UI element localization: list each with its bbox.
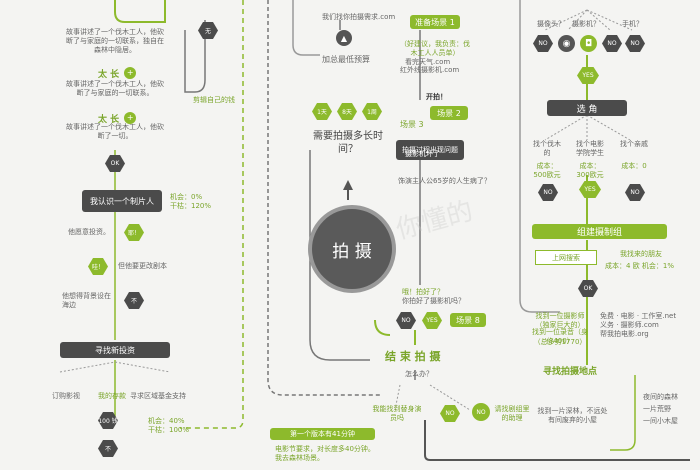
start-text: 开拍！: [426, 93, 447, 101]
partner-text: （好建议，我负责：伐木工人人员单）: [400, 40, 470, 57]
script-pages-box: 第一个版本有41分钟: [270, 428, 375, 440]
plus-icon: +: [124, 111, 137, 124]
camera-icon: ▲: [336, 30, 352, 46]
find-location-text: 寻找拍摄地点: [543, 367, 598, 377]
option-3: 寻求区域基金支持: [130, 392, 186, 400]
location-3: 一间小木屋: [643, 417, 678, 425]
story-text-3: 故事讲述了一个伐木工人，他砍断了一切。: [66, 123, 164, 140]
site-film: 义务 · 摄影师.com: [600, 321, 659, 329]
price-1: 成本：500欧元: [533, 162, 561, 179]
camera-icon-right: ◘: [580, 35, 597, 52]
preparation-box: 准备场景 1: [410, 15, 460, 29]
scene8-box: 场景 8: [450, 313, 486, 327]
find-person-text: 找个伐木的: [533, 140, 561, 157]
budget-text: 加总最低预算: [322, 55, 370, 64]
rent-text: 请找剧组里的助理: [494, 405, 530, 422]
no-hex-role-1: NO: [538, 184, 558, 201]
location-1: 夜间的森林: [643, 393, 678, 401]
reshoot-text: 我能找到替身演员吗: [372, 405, 422, 422]
crew-1: 找到一位摄影师（独家巨大的）: [535, 312, 585, 329]
site-1: 看完天气.com: [405, 58, 451, 66]
equip-1: 摄像头？: [537, 20, 565, 28]
money-hex: 100 钱: [98, 412, 118, 429]
site-good: 帮我拍电影.org: [600, 330, 649, 338]
find-forest-text: 找到一片深林，不远处有间废弃的小屋: [537, 407, 608, 424]
wow-hex: 哇！: [88, 258, 108, 275]
rent-circle: NO: [472, 403, 490, 421]
no-hex: 不: [124, 292, 144, 309]
site-2: 红外线摄影机.com: [400, 66, 460, 74]
how-question: 怎么办？: [405, 370, 433, 378]
yes-hex-role: YES: [579, 181, 601, 198]
too-long-2: 太 长 +: [98, 107, 137, 126]
one-week-hex: 1周: [362, 103, 382, 120]
eye-icon: ◉: [558, 35, 575, 52]
crew-3: （总多剪1770）: [533, 338, 587, 346]
cost-text: 成本：4 欧 机会：1%: [605, 262, 675, 270]
price-2: 成本：300欧元: [576, 162, 604, 179]
no-hex-right-1: NO: [533, 35, 553, 52]
online-search-box: 上网搜索: [535, 250, 597, 265]
yes-hex-mid: YES: [422, 312, 442, 329]
ok-hex-right: OK: [578, 280, 598, 297]
location-2: 一片荒野: [643, 405, 671, 413]
friend-hint-text: 我们找你拍摄需求.com: [322, 13, 396, 21]
actor-sick-text: 饰演主人公65岁的人生病了？: [398, 177, 491, 185]
camera-broke-text: 摄影机坏了: [405, 150, 440, 158]
yeah-hex: 耶！: [124, 224, 144, 241]
none-hex: 无: [198, 22, 218, 39]
equip-3: 手机？: [622, 20, 643, 28]
end-hex: 不: [98, 440, 118, 457]
plus-icon: +: [124, 66, 137, 79]
story-text-1: 故事讲述了一个伐木工人，他砍断了与家庭的一切联系，独自在森林中隐居。: [66, 28, 164, 54]
know-producer-box: 我认识一个制片人: [82, 190, 162, 212]
equip-2: 摄影机？: [572, 20, 600, 28]
find-student-text: 找个电影学院学生: [576, 140, 604, 157]
he-invests-text: 他愿意投资。: [68, 228, 110, 236]
script-note: 电影节要求，对长度多40分钟。我去森林场景。: [275, 445, 375, 462]
other-camera-text: 你拍好了摄影机吗？: [402, 297, 465, 305]
yes-hex-right: YES: [577, 67, 599, 84]
change-script-text: 但他要更改剧本: [118, 262, 167, 270]
dry-text: 干枯：120%: [170, 202, 212, 210]
no-hex-right-3: NO: [625, 35, 645, 52]
shoot-circle: 拍 摄: [308, 205, 396, 293]
time-question: 需要拍摄多长时间？: [313, 131, 383, 155]
site-free: 免费 · 电影 · 工作室.net: [600, 312, 677, 320]
crew-2: 找到一位录音（身价400）: [532, 328, 588, 345]
end-shoot-text: 结 束 拍 摄: [385, 350, 441, 363]
option-1: 订购影视: [52, 392, 80, 400]
friend-help-text: 我找来的朋友: [620, 250, 662, 258]
no-hex-mid: NO: [396, 312, 416, 329]
done-question: 哦！拍好了？: [402, 288, 444, 296]
find-local-text: 找个亲戚: [620, 140, 648, 148]
chance-text-2: 机会：40%: [148, 417, 185, 425]
ok-hex: OK: [105, 155, 125, 172]
one-day-hex: 1天: [312, 103, 332, 120]
chance-text: 机会：0%: [170, 193, 203, 201]
story-text-2: 故事讲述了一个伐木工人，他砍断了与家庭的一切联系。: [66, 80, 164, 97]
too-long-1: 太 长 +: [98, 62, 137, 81]
problem-box: 拍摄过程出现问题: [396, 140, 464, 160]
select-role-box: 选 角: [547, 100, 627, 116]
no-hex-right-2: NO: [602, 35, 622, 52]
dry-text-2: 干枯：100%: [148, 426, 190, 434]
no-hex-role-2: NO: [625, 184, 645, 201]
scene2-box: 场景 2: [430, 106, 468, 120]
scene3-text: 场景 3: [400, 120, 424, 129]
build-team-box: 组建摄制组: [532, 224, 667, 239]
price-3: 成本：0: [621, 162, 647, 170]
find-investment-box: 寻找新投资: [60, 342, 170, 358]
self-edit-text: 剪辑自己的钱: [193, 96, 235, 104]
eight-day-hex: 8天: [337, 103, 357, 120]
tiny-hex-a: NO: [440, 405, 460, 422]
option-2: 我的存款: [98, 392, 126, 400]
he-likes-text: 他想得背景设在海边: [62, 292, 111, 309]
